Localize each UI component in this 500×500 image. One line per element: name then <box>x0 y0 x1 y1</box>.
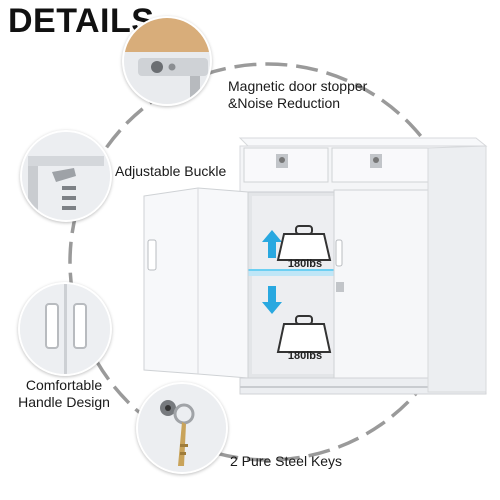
magnetic-stopper-label: Magnetic door stopper &Noise Reduction <box>228 78 368 111</box>
upper-capacity-label: 180lbs <box>287 258 323 270</box>
keys-label: 2 Pure Steel Keys <box>230 453 343 469</box>
buckle-icon <box>22 132 110 220</box>
keys-detail <box>136 382 228 474</box>
lower-capacity-label: 180lbs <box>287 350 323 362</box>
magnet-stopper-icon <box>124 18 210 104</box>
adjustable-buckle-label: Adjustable Buckle <box>115 163 227 179</box>
key-icon <box>138 384 226 472</box>
handle-label: Comfortable Handle Design <box>18 377 110 410</box>
cabinet-illustration <box>143 137 488 395</box>
magnetic-stopper-detail <box>122 16 212 106</box>
handle-icon <box>20 284 110 374</box>
adjustable-buckle-detail <box>20 130 112 222</box>
handle-detail <box>18 282 112 376</box>
